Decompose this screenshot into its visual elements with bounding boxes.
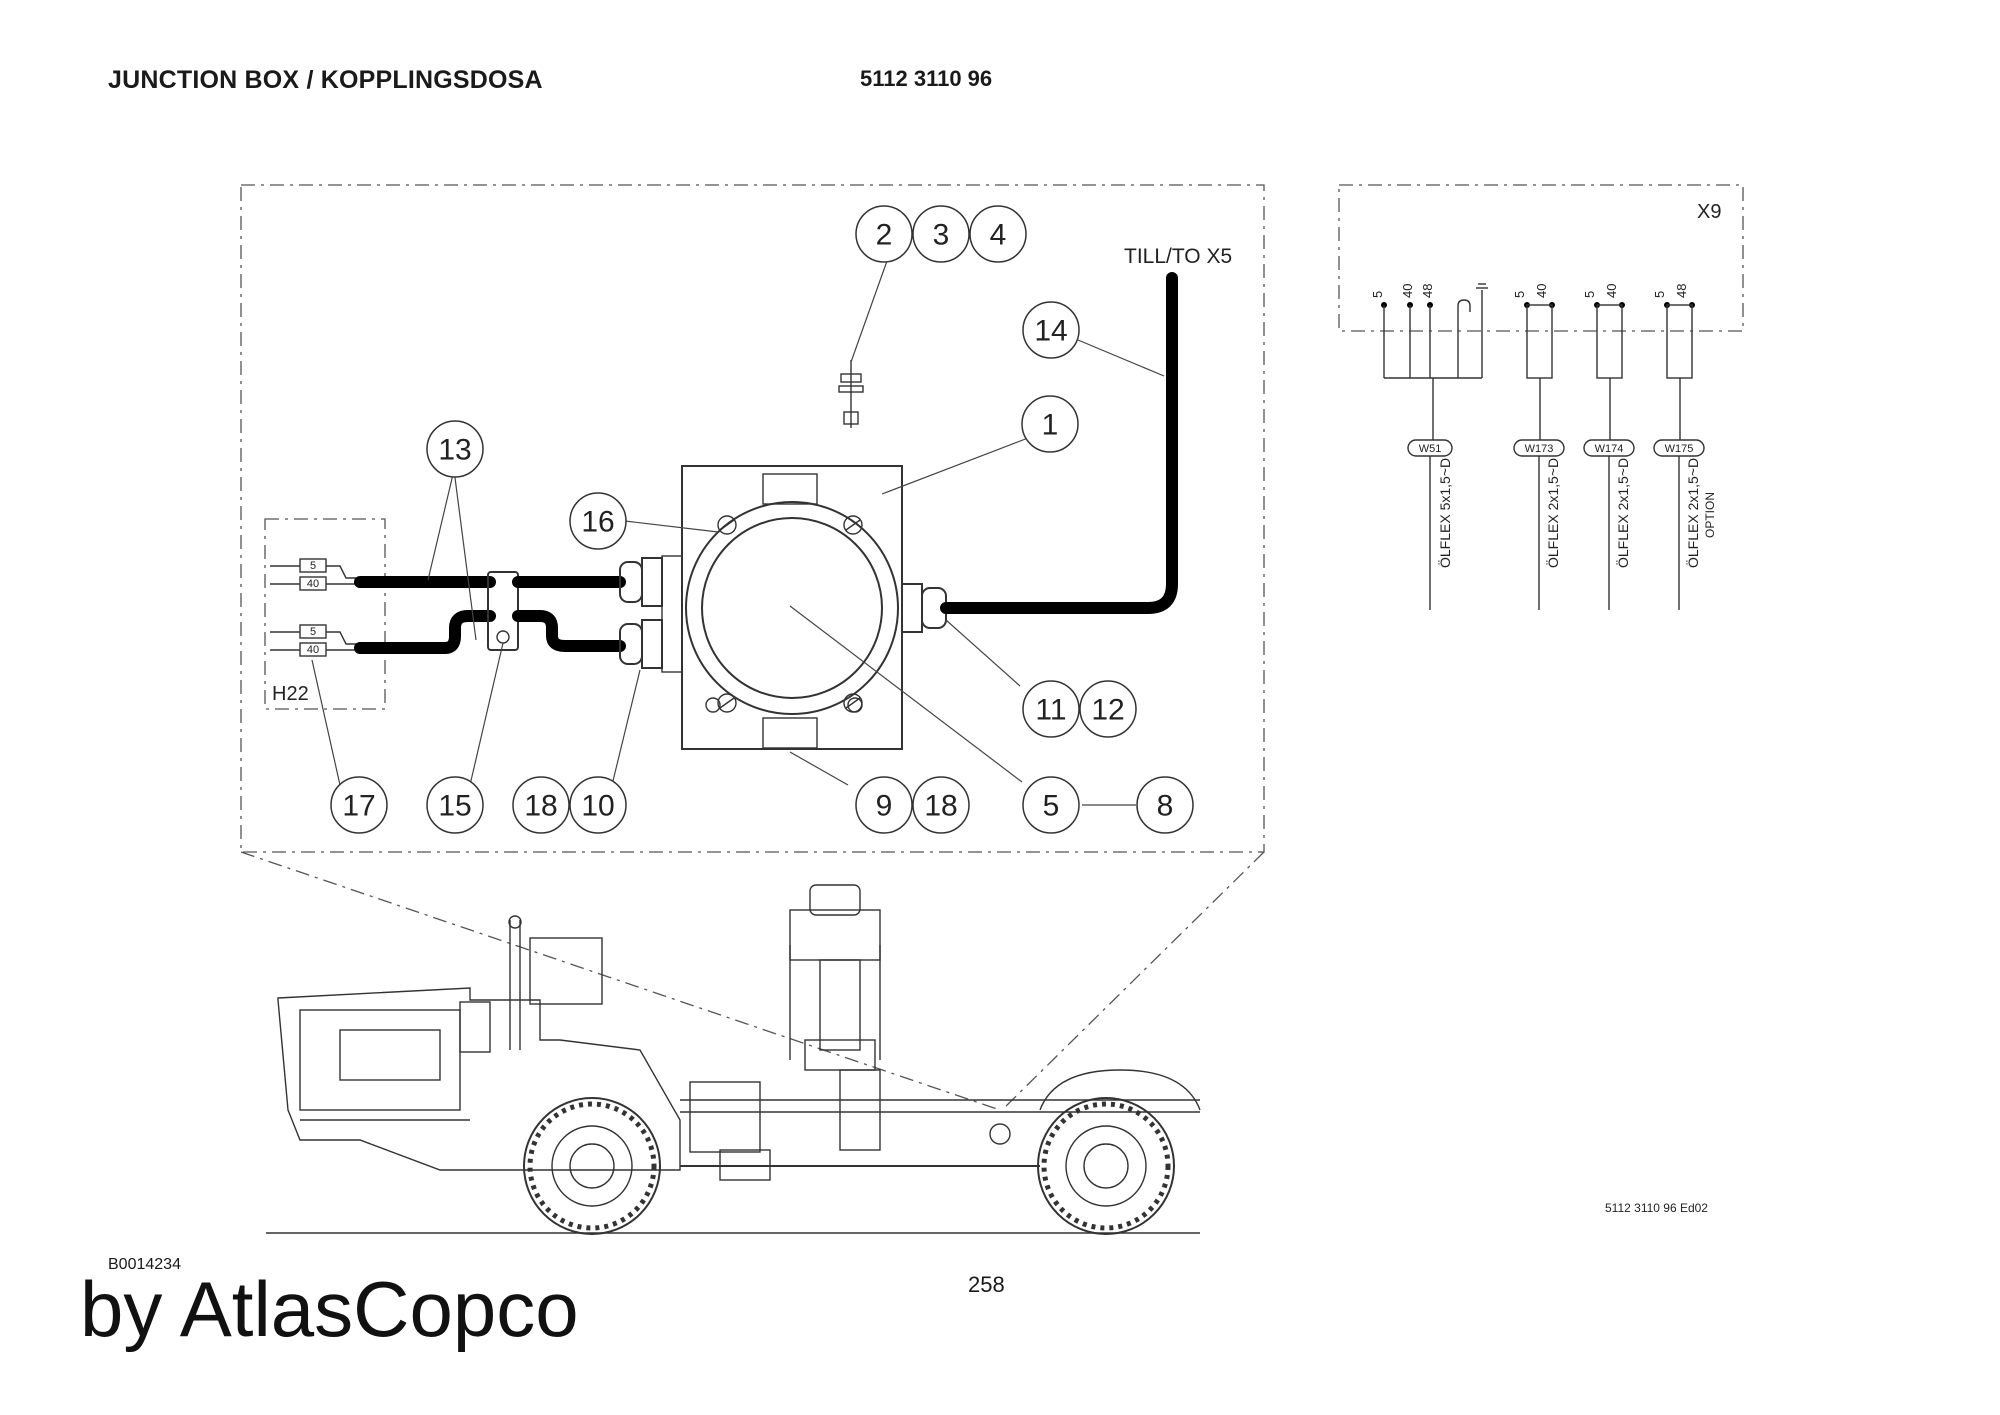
cable-id: W174 <box>1595 443 1624 455</box>
pin-label: 5 <box>1652 291 1667 298</box>
connector-plugs: 5 40 5 40 <box>270 558 360 657</box>
callout-label: 1 <box>1042 409 1059 442</box>
detail-frame <box>240 184 1265 853</box>
callout-label: 8 <box>1157 790 1174 823</box>
projection-line-right <box>1001 851 1265 1111</box>
callout-label: 12 <box>1091 694 1124 727</box>
projection-line-left <box>240 851 1001 1111</box>
bolt-assembly <box>838 360 864 428</box>
wiring-schematic: 5 40 48 5 40 5 40 5 48 <box>1370 283 1717 610</box>
pin-label: 5 <box>310 560 316 572</box>
cable-id: W51 <box>1419 443 1442 455</box>
callout-label: 2 <box>876 219 893 252</box>
callout-label: 18 <box>924 790 957 823</box>
pin-label: 40 <box>307 644 319 656</box>
pin-label: 40 <box>307 578 319 590</box>
callout-label: 4 <box>990 219 1007 252</box>
part-number: 5112 3110 96 <box>860 66 993 91</box>
callout-label: 9 <box>876 790 893 823</box>
brand-watermark: by AtlasCopco <box>80 1265 579 1353</box>
connector-h22-label: H22 <box>272 683 309 705</box>
machine-illustration <box>266 884 1201 1235</box>
pin-label: 40 <box>1534 284 1549 298</box>
page-number: 258 <box>968 1272 1005 1297</box>
cable-gland-right <box>901 583 947 633</box>
callout-label: 11 <box>1035 694 1066 727</box>
cable-spec: ÖLFLEX 2x1,5~D <box>1684 458 1701 568</box>
cable-spec: ÖLFLEX 5x1,5~D <box>1436 458 1453 568</box>
callout-label: 14 <box>1034 315 1067 348</box>
pin-label: 48 <box>1674 284 1689 298</box>
junction-box <box>661 465 903 750</box>
callout-label: 17 <box>342 790 375 823</box>
cable-note: OPTION <box>1703 492 1717 538</box>
pin-label: 40 <box>1604 284 1619 298</box>
cable-id: W173 <box>1525 443 1554 455</box>
callout-label: 3 <box>933 219 950 252</box>
pin-label: 5 <box>1582 291 1597 298</box>
callout-label: 18 <box>524 790 557 823</box>
pin-label: 5 <box>310 626 316 638</box>
cable-glands-left <box>619 557 663 669</box>
callout-label: 5 <box>1043 790 1060 823</box>
cable-spec: ÖLFLEX 2x1,5~D <box>1544 458 1561 568</box>
pin-label: 48 <box>1420 284 1435 298</box>
terminal-block-label: X9 <box>1697 201 1721 223</box>
connector-h22-frame <box>264 518 386 710</box>
page-title: JUNCTION BOX / KOPPLINGSDOSA <box>108 66 543 94</box>
cable-to-x5 <box>940 272 1178 614</box>
callout-label: 10 <box>581 790 614 823</box>
pin-label: 5 <box>1512 291 1527 298</box>
terminal-block-x9 <box>1338 184 1744 332</box>
cable-lower <box>354 610 496 654</box>
cable-destination: TILL/TO X5 <box>1124 245 1232 268</box>
image-id: B0014234 <box>108 1256 181 1273</box>
callout-label: 15 <box>438 790 471 823</box>
pin-label: 40 <box>1400 284 1415 298</box>
cable-id: W175 <box>1665 443 1694 455</box>
callout-label: 13 <box>438 434 471 467</box>
pin-label: 5 <box>1370 291 1385 298</box>
callout-label: 16 <box>581 506 614 539</box>
revision-code: 5112 3110 96 Ed02 <box>1605 1201 1708 1215</box>
leader-lines <box>311 260 1165 806</box>
callout-bubbles: 2 3 4 14 1 13 16 11 12 17 15 18 10 9 18 … <box>330 205 1194 834</box>
cable-spec: ÖLFLEX 2x1,5~D <box>1614 458 1631 568</box>
